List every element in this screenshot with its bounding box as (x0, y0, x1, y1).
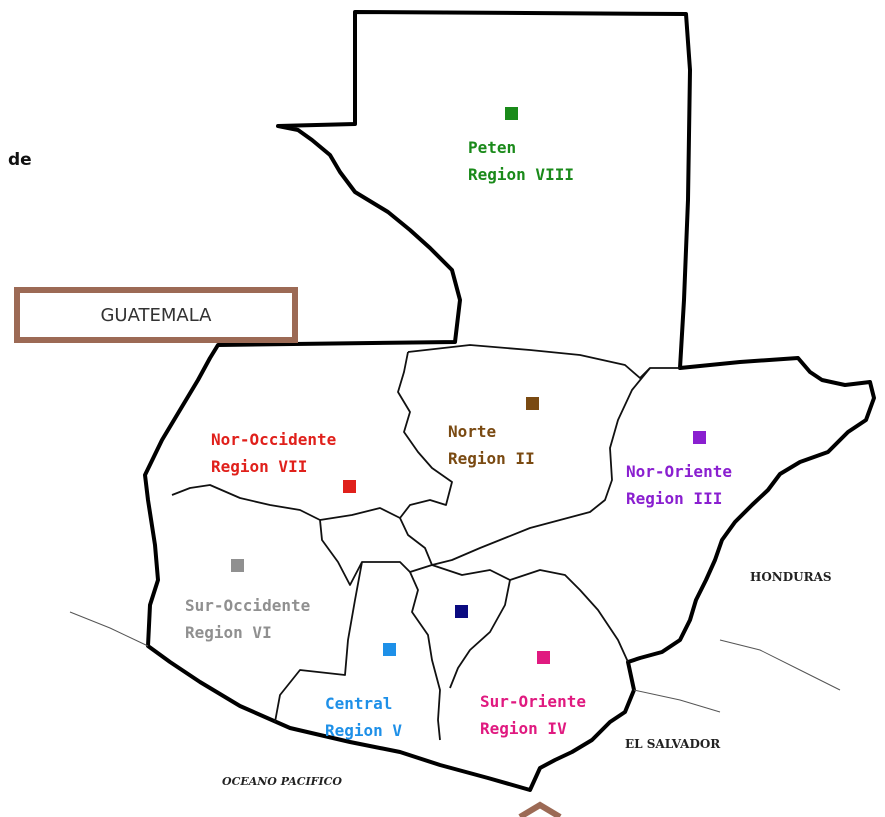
marker-nor-occidente (343, 480, 356, 493)
label-peten-region: Region VIII (468, 165, 574, 184)
border-metro (431, 564, 511, 689)
marker-peten (505, 107, 518, 120)
label-central: Central Region V (325, 690, 402, 744)
map-title-box: GUATEMALA (14, 287, 298, 343)
label-ocean: OCEANO PACIFICO (222, 775, 342, 788)
label-norte-name: Norte (448, 422, 497, 441)
marker-metropolitana (455, 605, 468, 618)
map-title: GUATEMALA (100, 304, 212, 326)
border-nororiente-suroriente (509, 569, 629, 663)
label-norte-region: Region II (448, 449, 535, 468)
label-norte: Norte Region II (448, 418, 535, 472)
label-peten: Peten Region VIII (468, 134, 574, 188)
label-nor-oriente: Nor-Oriente Region III (626, 458, 732, 512)
border-noroccidente-norte (319, 507, 401, 521)
border-norte-noroeriente (431, 367, 651, 566)
label-central-name: Central (325, 694, 393, 713)
border-norte-east (407, 344, 680, 379)
marker-central (383, 643, 396, 656)
marker-sur-occidente (231, 559, 244, 572)
border-norte-west (397, 351, 453, 566)
label-honduras: HONDURAS (750, 570, 832, 584)
border-central-metro (409, 571, 441, 741)
border-occidente-split (171, 484, 433, 586)
marker-sur-oriente (537, 651, 550, 664)
neighbor-border-honduras (719, 639, 841, 691)
label-sur-oriente-name: Sur-Oriente (480, 692, 586, 711)
label-sur-occidente: Sur-Occidente Region VI (185, 592, 310, 646)
label-nor-oriente-name: Nor-Oriente (626, 462, 732, 481)
label-nor-oriente-region: Region III (626, 489, 723, 508)
label-sur-oriente: Sur-Oriente Region IV (480, 688, 586, 742)
coast-line (69, 611, 149, 647)
label-sur-occidente-name: Sur-Occidente (185, 596, 311, 615)
label-sur-oriente-region: Region IV (480, 719, 567, 738)
label-nor-occidente: Nor-Occidente Region VII (211, 426, 336, 480)
label-central-region: Region V (325, 721, 403, 740)
marker-norte (526, 397, 539, 410)
label-peten-name: Peten (468, 138, 517, 157)
label-nor-occidente-name: Nor-Occidente (211, 430, 337, 449)
text-fragment: de (8, 150, 32, 170)
label-sur-occidente-region: Region VI (185, 623, 272, 642)
country-border (143, 10, 876, 792)
arrow-shape (518, 801, 562, 817)
label-nor-occidente-region: Region VII (211, 457, 308, 476)
border-suroccidente-central (274, 561, 363, 723)
neighbor-border-elsalvador (633, 689, 721, 713)
marker-nor-oriente (693, 431, 706, 444)
label-el-salvador: EL SALVADOR (625, 737, 721, 751)
